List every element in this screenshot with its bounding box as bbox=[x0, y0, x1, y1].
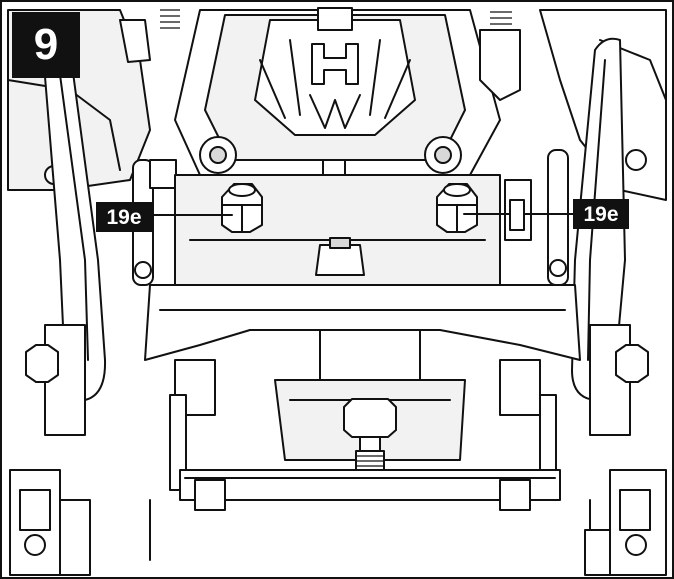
callout-19e-right: 19e bbox=[573, 199, 629, 229]
callout-19e-left: 19e bbox=[96, 202, 152, 232]
bolt-19e-left bbox=[221, 183, 263, 233]
springs bbox=[119, 9, 521, 101]
bolt-19e-right bbox=[436, 183, 478, 233]
lower-mounts bbox=[25, 324, 649, 491]
center-bolt bbox=[315, 237, 365, 276]
lower-bracket bbox=[274, 329, 466, 476]
cross-member bbox=[144, 284, 581, 361]
bottom-crossbar bbox=[149, 469, 591, 561]
engine-housing bbox=[174, 7, 501, 177]
bottom-corners bbox=[9, 469, 667, 576]
step-number-badge: 9 bbox=[12, 12, 80, 78]
leader-lines bbox=[141, 199, 574, 231]
